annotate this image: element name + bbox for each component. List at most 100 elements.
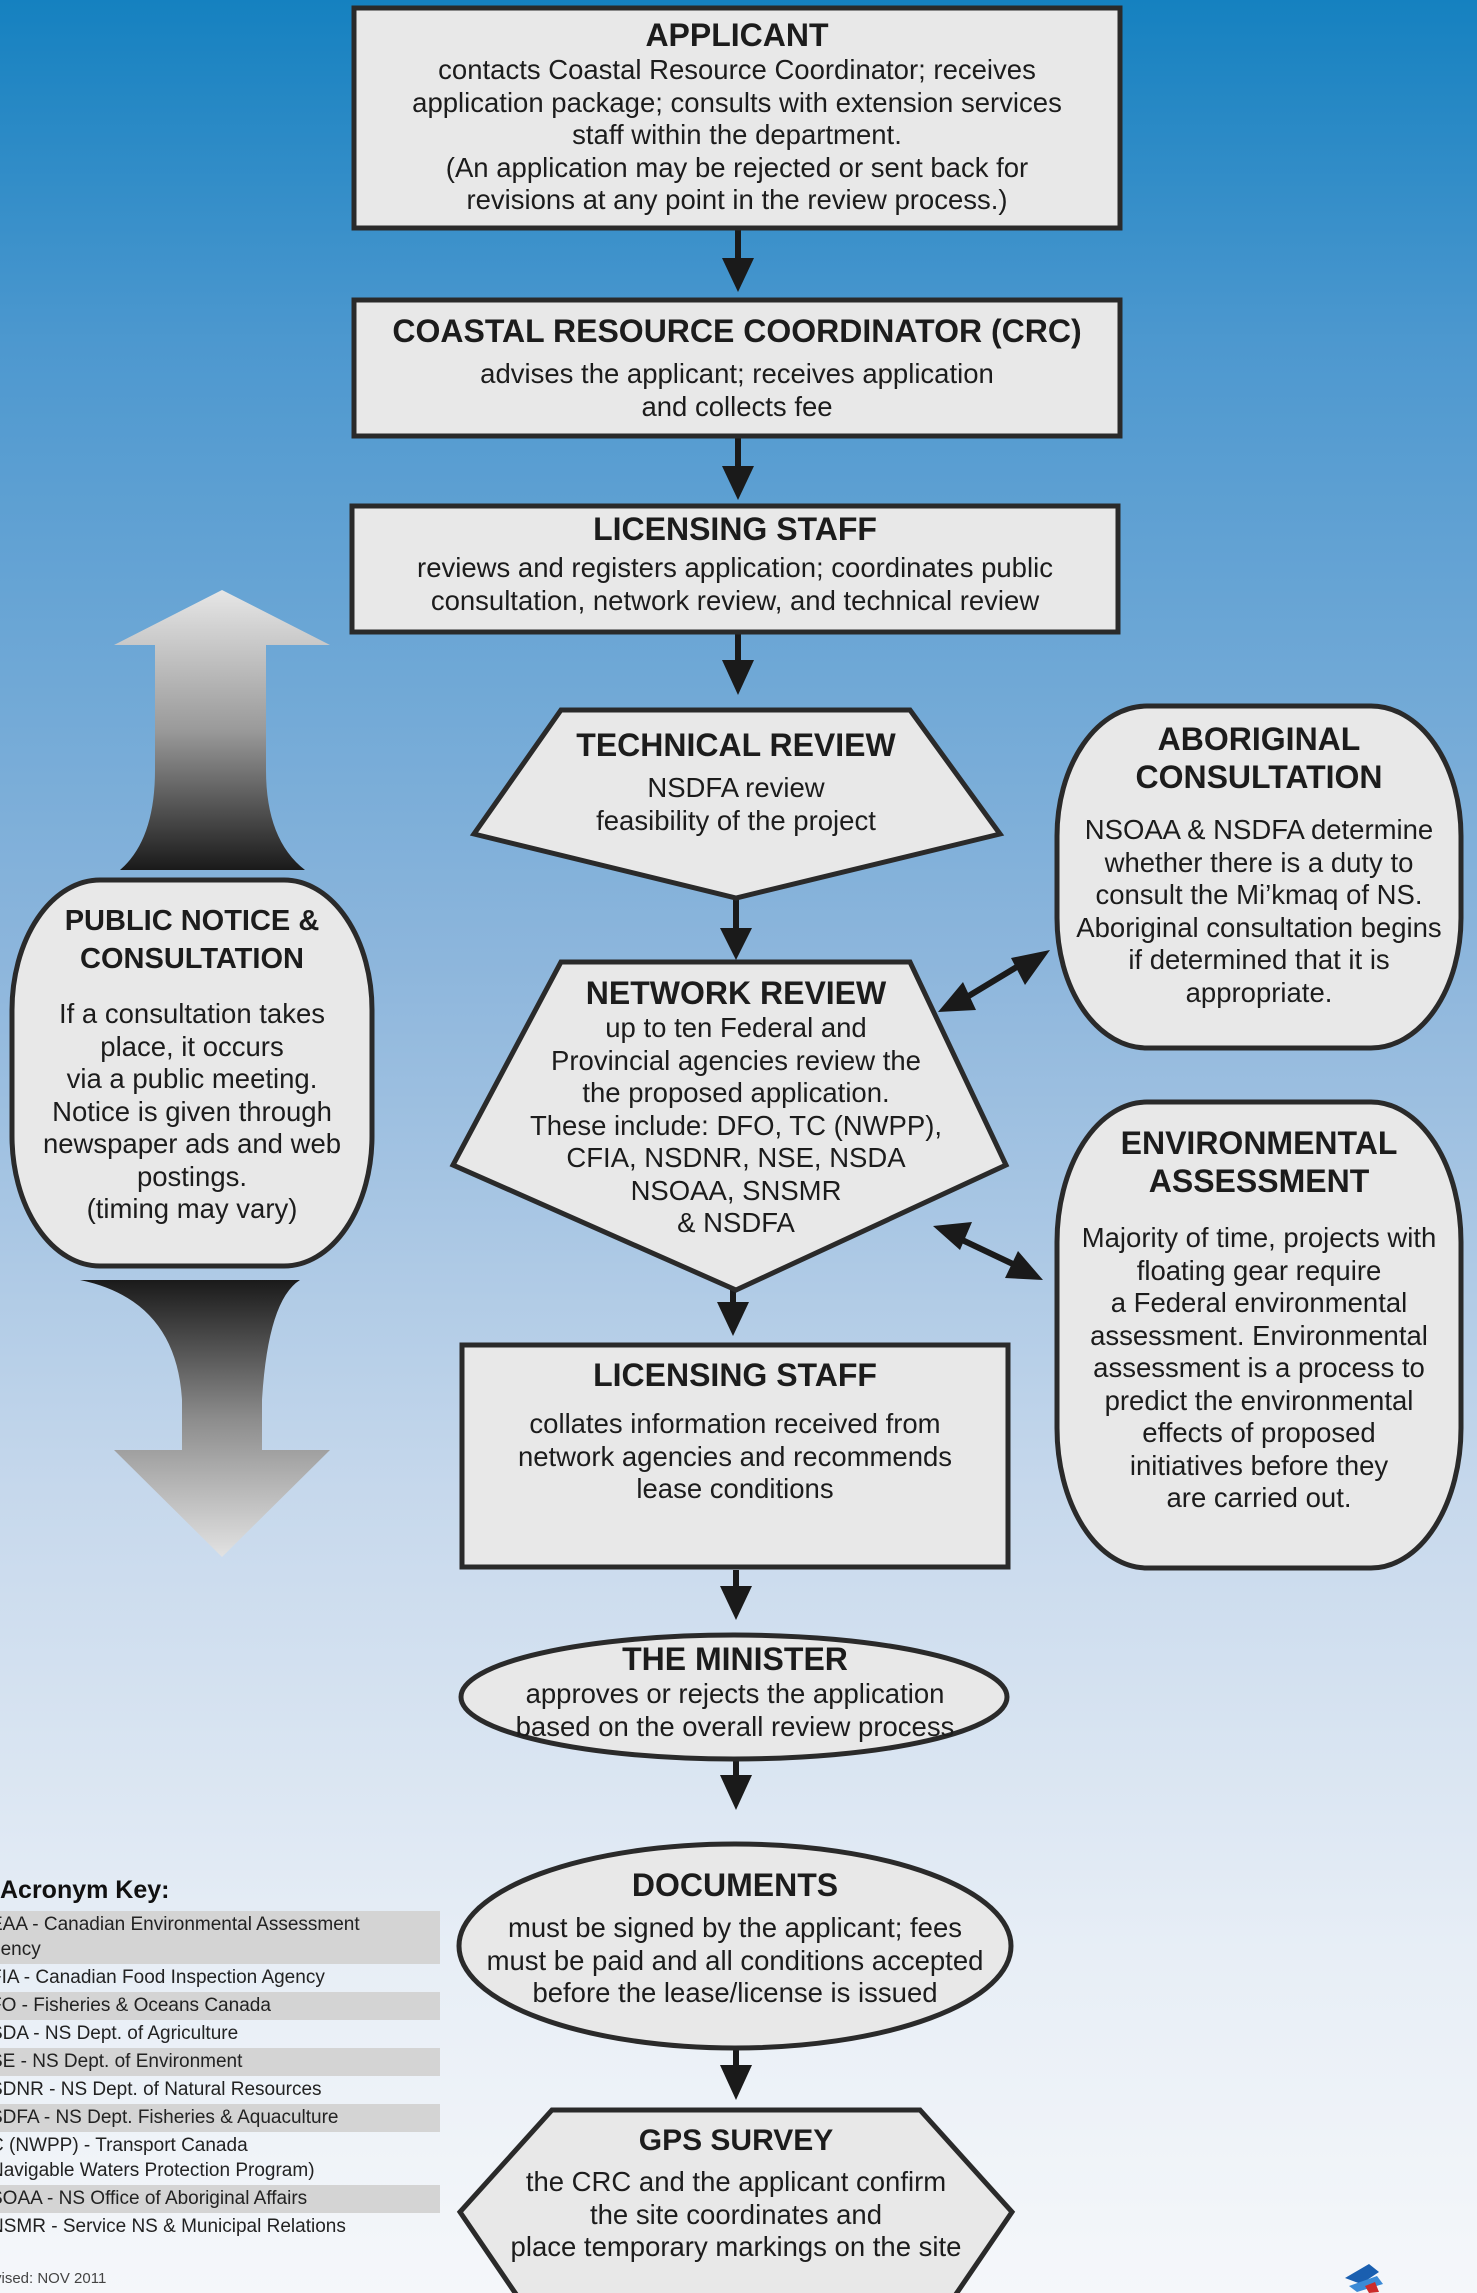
documents-line: before the lease/license is issued bbox=[532, 1977, 938, 2008]
gps-line: place temporary markings on the site bbox=[510, 2231, 962, 2262]
aboriginal-node: ABORIGINAL CONSULTATION NSOAA & NSDFA de… bbox=[1052, 720, 1466, 1009]
aboriginal-line: whether there is a duty to bbox=[1104, 846, 1414, 878]
aboriginal-title: ABORIGINAL bbox=[1157, 721, 1361, 757]
minister-line: approves or rejects the application bbox=[525, 1678, 945, 1709]
applicant-line: revisions at any point in the review pro… bbox=[466, 184, 1008, 215]
environmental-line: assessment is a process to bbox=[1093, 1352, 1425, 1383]
public-box bbox=[9, 877, 375, 1269]
licensing-1-title: LICENSING STAFF bbox=[593, 511, 877, 547]
public-title-2: CONSULTATION bbox=[80, 943, 304, 975]
applicant-title: APPLICANT bbox=[645, 17, 829, 53]
acronym-row: SDA - NS Dept. of Agriculture bbox=[0, 2023, 239, 2044]
acronym-row: SOAA - NS Office of Aboriginal Affairs bbox=[0, 2185, 440, 2213]
aboriginal-line: Aboriginal consultation begins bbox=[1076, 911, 1442, 943]
minister-title: THE MINISTER bbox=[622, 1641, 848, 1677]
acronym-row: Navigable Waters Protection Program) bbox=[0, 2160, 315, 2181]
network-hexagon bbox=[449, 959, 1010, 1293]
public-down-arrow bbox=[80, 1280, 330, 1557]
acronym-row: NSMR - Service NS & Municipal Relations bbox=[0, 2216, 346, 2237]
licensing-2-title: LICENSING STAFF bbox=[593, 1357, 877, 1393]
revised-date: vised: NOV 2011 bbox=[0, 2270, 107, 2287]
aboriginal-line: appropriate. bbox=[1185, 976, 1333, 1008]
licensing-1-line: reviews and registers application; coord… bbox=[417, 552, 1053, 583]
crc-line: advises the applicant; receives applicat… bbox=[480, 358, 994, 389]
acronym-row: SDNR - NS Dept. of Natural Resources bbox=[0, 2079, 322, 2100]
environmental-title: ENVIRONMENTAL bbox=[1120, 1125, 1398, 1161]
acronym-row: FIA - Canadian Food Inspection Agency bbox=[0, 1967, 325, 1988]
environmental-line: are carried out. bbox=[1166, 1482, 1352, 1513]
network-line: the proposed application. bbox=[582, 1077, 890, 1108]
applicant-line: application package; consults with exten… bbox=[412, 86, 1062, 118]
aboriginal-box bbox=[1054, 703, 1464, 1051]
crc-line: and collects fee bbox=[641, 390, 833, 422]
gps-node: GPS SURVEY the CRC and the applicant con… bbox=[470, 2122, 1002, 2264]
licensing-2-line: collates information received from bbox=[529, 1408, 941, 1439]
environmental-title-2: ASSESSMENT bbox=[1148, 1163, 1370, 1199]
network-line: Provincial agencies review the bbox=[551, 1044, 921, 1076]
documents-line: must be signed by the applicant; fees bbox=[507, 1912, 963, 1943]
acronym-row: gency bbox=[0, 1936, 440, 1964]
public-node: PUBLIC NOTICE & CONSULTATION If a consul… bbox=[12, 902, 372, 1226]
aboriginal-line: consult the Mi’kmaq of NS. bbox=[1095, 879, 1423, 910]
applicant-box bbox=[351, 5, 1123, 231]
environmental-line: Majority of time, projects with bbox=[1081, 1222, 1437, 1253]
documents-title: DOCUMENTS bbox=[631, 1867, 839, 1903]
network-line: These include: DFO, TC (NWPP), bbox=[529, 1109, 943, 1141]
technical-node: TECHNICAL REVIEW NSDFA review feasibilit… bbox=[520, 726, 952, 837]
acronym-row: FO - Fisheries & Oceans Canada bbox=[0, 1992, 440, 2020]
public-title: PUBLIC NOTICE & bbox=[64, 905, 320, 937]
public-line: via a public meeting. bbox=[66, 1063, 318, 1094]
crc-box bbox=[351, 297, 1123, 439]
applicant-node: APPLICANT contacts Coastal Resource Coor… bbox=[354, 16, 1120, 217]
public-line: postings. bbox=[136, 1160, 248, 1192]
public-line: (timing may vary) bbox=[86, 1193, 298, 1224]
acronym-row: C (NWPP) - Transport Canada bbox=[0, 2135, 248, 2156]
documents-line: must be paid and all conditions accepted bbox=[486, 1944, 984, 1976]
crc-node: COASTAL RESOURCE COORDINATOR (CRC) advis… bbox=[354, 312, 1120, 423]
applicant-line: contacts Coastal Resource Coordinator; r… bbox=[438, 54, 1036, 85]
minister-line: based on the overall review process bbox=[515, 1710, 955, 1742]
applicant-line: (An application may be rejected or sent … bbox=[445, 151, 1029, 183]
minister-ellipse bbox=[458, 1632, 1010, 1762]
environmental-node: ENVIRONMENTAL ASSESSMENT Majority of tim… bbox=[1052, 1124, 1466, 1515]
licensing-1-node: LICENSING STAFF reviews and registers ap… bbox=[352, 510, 1118, 617]
documents-ellipse bbox=[456, 1841, 1014, 2051]
aboriginal-line: if determined that it is bbox=[1128, 944, 1390, 975]
licensing-2-line: lease conditions bbox=[636, 1473, 834, 1504]
aboriginal-line: NSOAA & NSDFA determine bbox=[1084, 814, 1434, 845]
environmental-line: effects of proposed bbox=[1142, 1417, 1376, 1448]
minister-node: THE MINISTER approves or rejects the app… bbox=[462, 1640, 1008, 1743]
network-line: CFIA, NSDNR, NSE, NSDA bbox=[566, 1142, 906, 1173]
licensing-2-node: LICENSING STAFF collates information rec… bbox=[462, 1356, 1008, 1506]
licensing-box-1 bbox=[349, 503, 1121, 635]
public-line: If a consultation takes bbox=[59, 998, 325, 1029]
acronym-key-title: Acronym Key: bbox=[0, 1876, 170, 1904]
acronym-key: Acronym Key: EAA - Canadian Environmenta… bbox=[0, 1876, 440, 2241]
gps-line: the CRC and the applicant confirm bbox=[525, 2166, 947, 2197]
technical-line: NSDFA review bbox=[647, 772, 825, 803]
technical-title: TECHNICAL REVIEW bbox=[576, 727, 896, 763]
acronym-row: SDFA - NS Dept. Fisheries & Aquaculture bbox=[0, 2104, 440, 2132]
acronym-row: EAA - Canadian Environmental Assessment bbox=[0, 1911, 440, 1939]
crc-title: COASTAL RESOURCE COORDINATOR (CRC) bbox=[392, 313, 1082, 349]
network-title: NETWORK REVIEW bbox=[585, 975, 887, 1011]
network-line: NSOAA, SNSMR bbox=[630, 1174, 842, 1206]
aboriginal-title-2: CONSULTATION bbox=[1135, 759, 1383, 795]
environmental-line: predict the environmental bbox=[1104, 1384, 1414, 1416]
environmental-line: a Federal environmental bbox=[1110, 1287, 1408, 1318]
licensing-box-2 bbox=[459, 1342, 1011, 1570]
environmental-line: floating gear require bbox=[1136, 1254, 1382, 1286]
environmental-line: initiatives before they bbox=[1129, 1449, 1389, 1481]
network-line: & NSDFA bbox=[677, 1207, 795, 1238]
acronym-row: SE - NS Dept. of Environment bbox=[0, 2048, 440, 2076]
technical-pentagon bbox=[469, 707, 1005, 901]
documents-node: DOCUMENTS must be signed by the applican… bbox=[455, 1866, 1015, 2010]
technical-line: feasibility of the project bbox=[596, 804, 876, 836]
licensing-1-line: consultation, network review, and techni… bbox=[430, 584, 1040, 616]
ns-flag-logo-icon bbox=[1345, 2264, 1383, 2293]
environmental-box bbox=[1054, 1099, 1464, 1571]
environmental-line: assessment. Environmental bbox=[1090, 1319, 1428, 1351]
gps-line: the site coordinates and bbox=[590, 2198, 882, 2230]
public-up-arrow bbox=[114, 590, 330, 870]
